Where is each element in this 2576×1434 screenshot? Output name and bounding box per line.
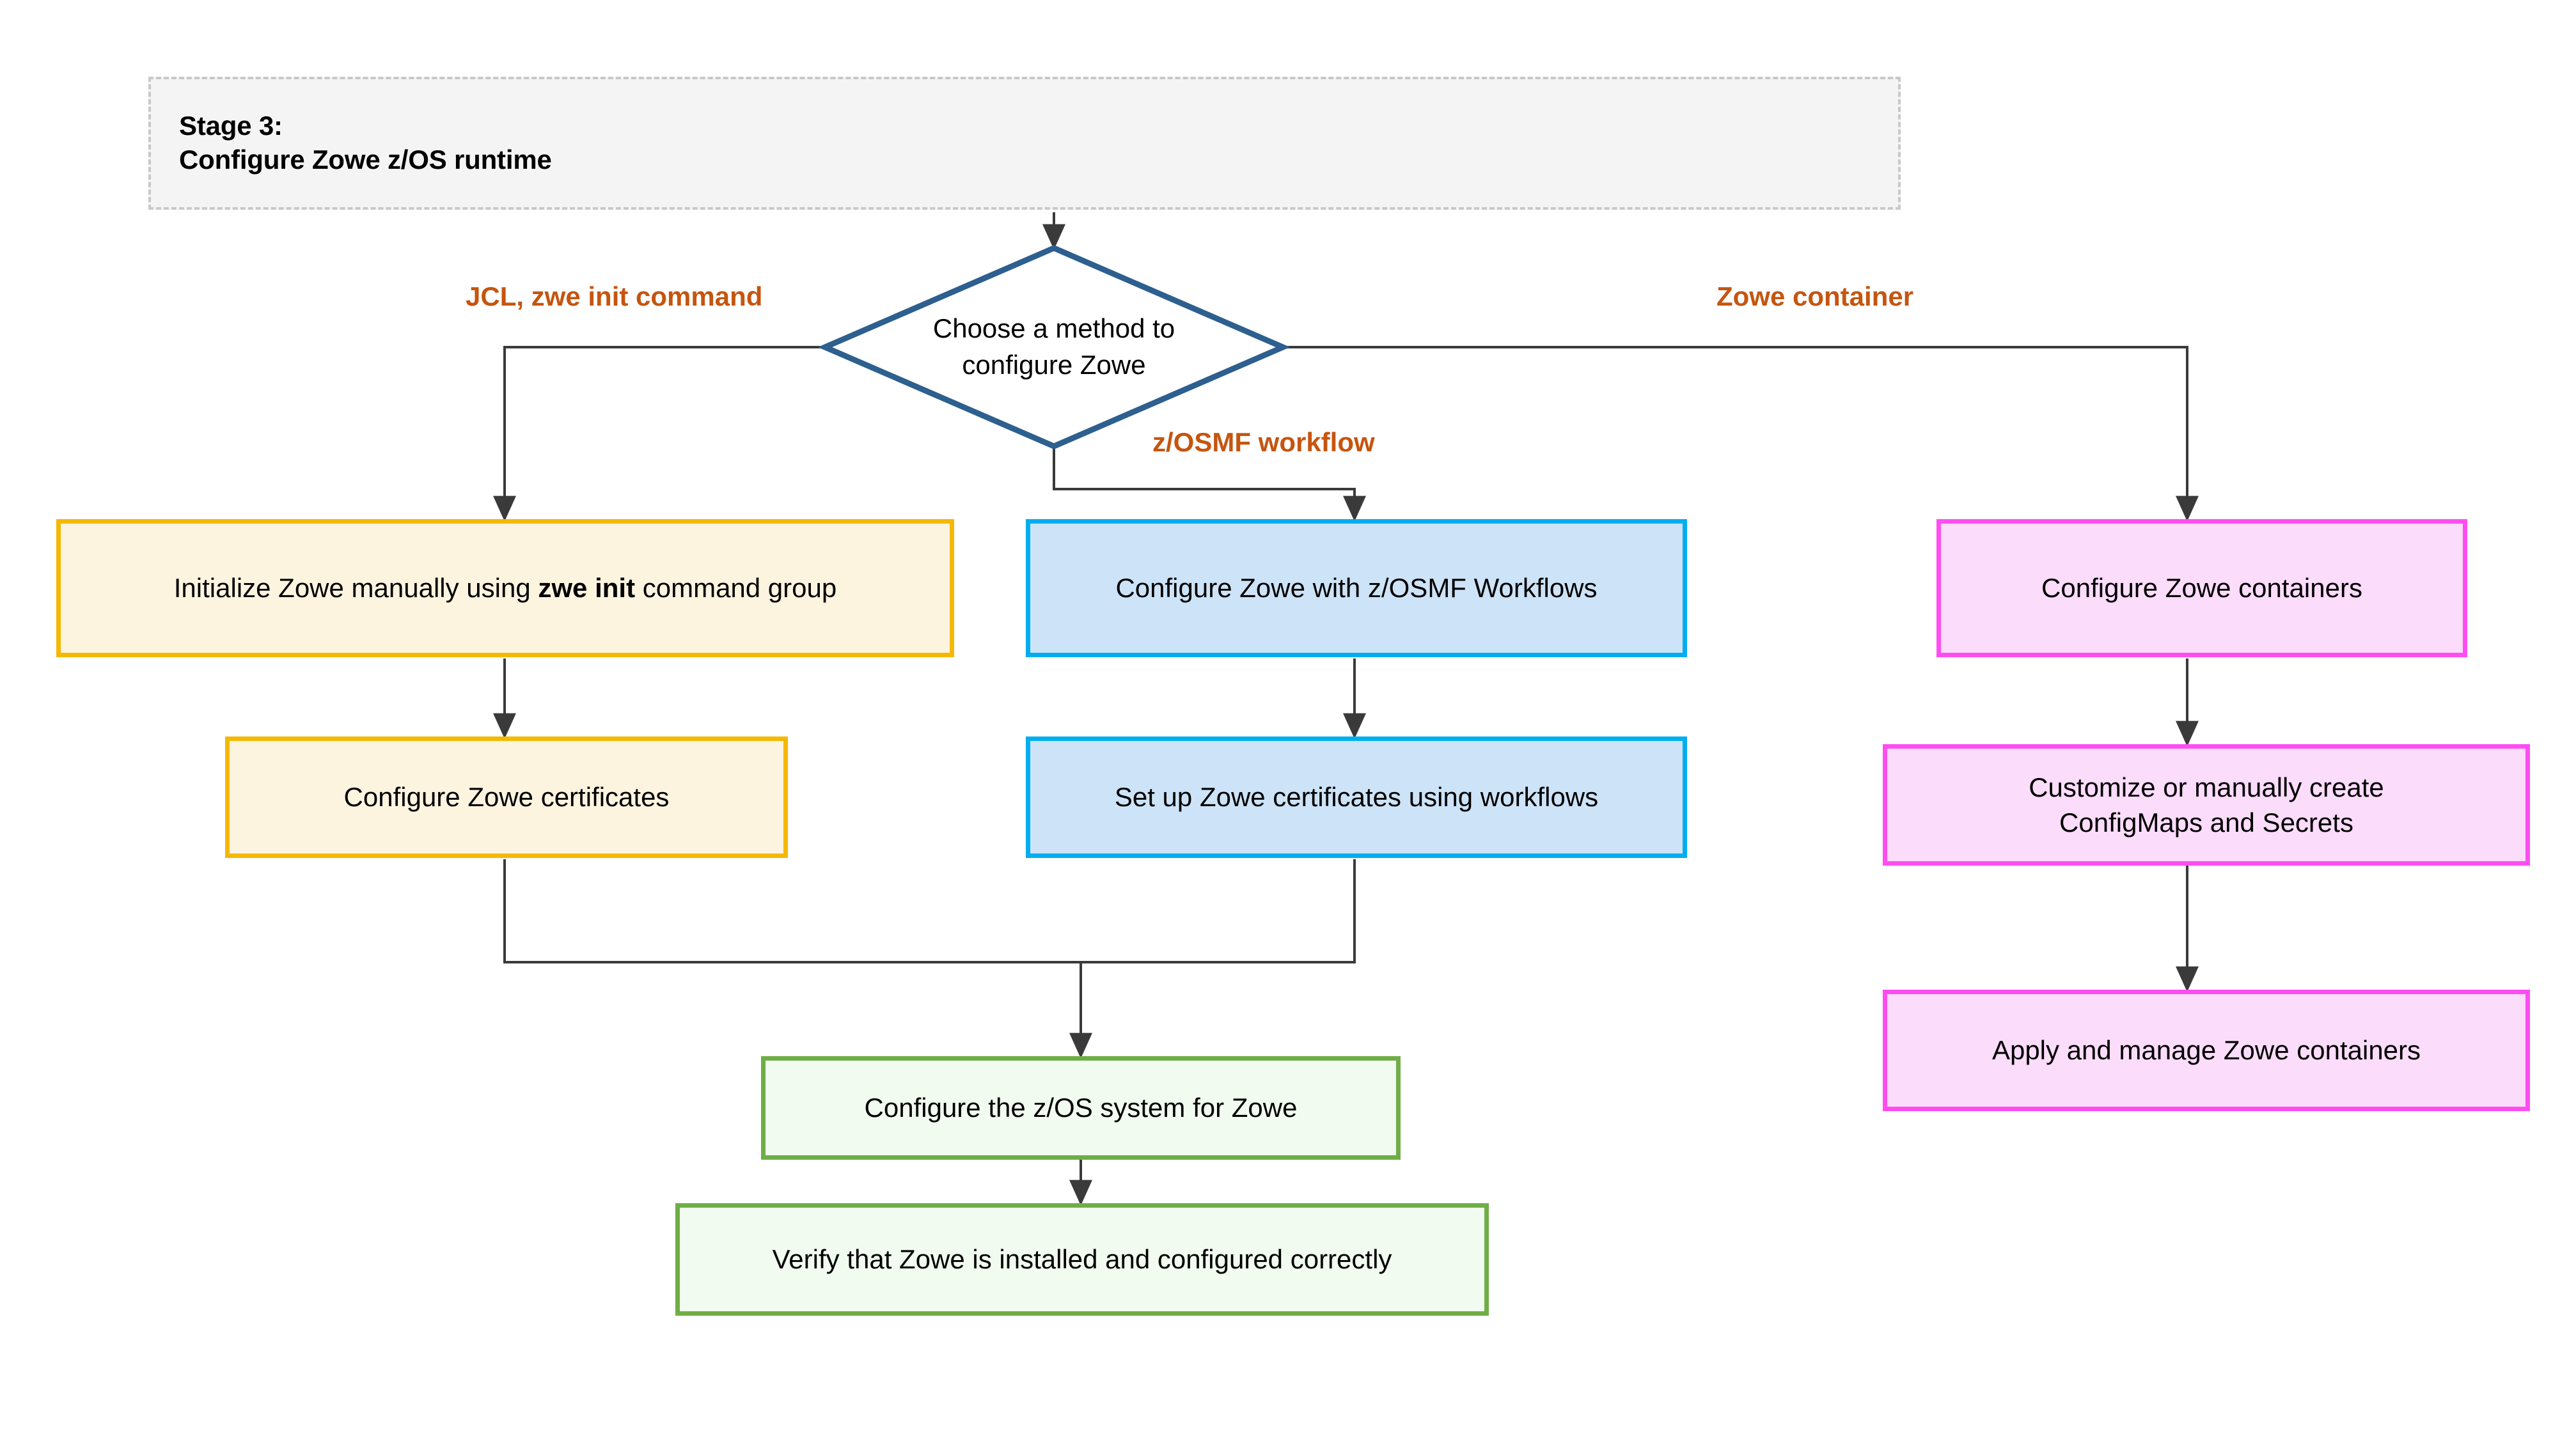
edge-decision-to-blue1: [1053, 448, 1366, 522]
node-configure-zowe-certificates-label: Configure Zowe certificates: [343, 782, 670, 813]
node-apply-and-manage-zowe-containers[interactable]: Apply and manage Zowe containers: [1883, 990, 2530, 1111]
edge-label-zosmf-workflow: z/OSMF workflow: [1152, 427, 1375, 457]
node-verify-zowe-installed-configured-label: Verify that Zowe is installed and config…: [772, 1244, 1392, 1275]
edge-label-jcl-zwe-init: JCL, zwe init command: [466, 281, 763, 311]
node-configure-zos-system-for-zowe-label: Configure the z/OS system for Zowe: [864, 1093, 1298, 1123]
node-label-pre: Initialize Zowe manually using: [173, 573, 538, 604]
edge-label-zowe-container: Zowe container: [1716, 281, 1914, 311]
node-configure-zowe-with-zosmf-workflows-label: Configure Zowe with z/OSMF Workflows: [1115, 573, 1598, 604]
stage-banner: Stage 3: Configure Zowe z/OS runtime: [148, 77, 1901, 210]
node-initialize-zowe-manually-label: Initialize Zowe manually using zwe init …: [162, 570, 848, 605]
node-set-up-zowe-certificates-using-workflows-label: Set up Zowe certificates using workflows: [1114, 782, 1599, 813]
stage-title-line2: Configure Zowe z/OS runtime: [179, 144, 552, 175]
edge-decision-to-pink1: [1282, 346, 2199, 522]
decision-label: Choose a method to configure Zowe: [825, 248, 1283, 446]
decision-label-line1: Choose a method to: [932, 313, 1175, 344]
node-set-up-zowe-certificates-using-workflows[interactable]: Set up Zowe certificates using workflows: [1026, 736, 1687, 858]
node-configure-zowe-containers[interactable]: Configure Zowe containers: [1936, 519, 2467, 657]
decision-diamond-shape: [817, 245, 1291, 449]
node-customize-configmaps-secrets-label: Customize or manually create ConfigMaps …: [2017, 770, 2396, 841]
node-apply-and-manage-zowe-containers-label: Apply and manage Zowe containers: [1991, 1035, 2421, 1066]
edge-yellow2-to-merge: [503, 859, 1081, 963]
decision-node[interactable]: Choose a method to configure Zowe: [825, 248, 1283, 446]
node-configure-zowe-containers-label: Configure Zowe containers: [2041, 573, 2362, 604]
edge-decision-to-yellow1: [493, 346, 826, 522]
node-configure-zowe-with-zosmf-workflows[interactable]: Configure Zowe with z/OSMF Workflows: [1026, 519, 1687, 657]
node-configure-zowe-certificates[interactable]: Configure Zowe certificates: [225, 736, 788, 858]
node-label-bold: zwe init: [538, 573, 636, 604]
node-configure-zos-system-for-zowe[interactable]: Configure the z/OS system for Zowe: [761, 1056, 1401, 1160]
node-label-line2: ConfigMaps and Secrets: [2059, 807, 2353, 838]
node-label-post: command group: [635, 573, 837, 604]
decision-label-line2: configure Zowe: [962, 350, 1146, 380]
node-customize-configmaps-secrets[interactable]: Customize or manually create ConfigMaps …: [1883, 744, 2530, 866]
node-initialize-zowe-manually[interactable]: Initialize Zowe manually using zwe init …: [56, 519, 954, 657]
edge-blue2-to-merge: [1081, 859, 1356, 963]
node-verify-zowe-installed-configured[interactable]: Verify that Zowe is installed and config…: [675, 1203, 1489, 1316]
node-label-line1: Customize or manually create: [2029, 772, 2384, 802]
stage-title-line1: Stage 3:: [179, 111, 283, 141]
